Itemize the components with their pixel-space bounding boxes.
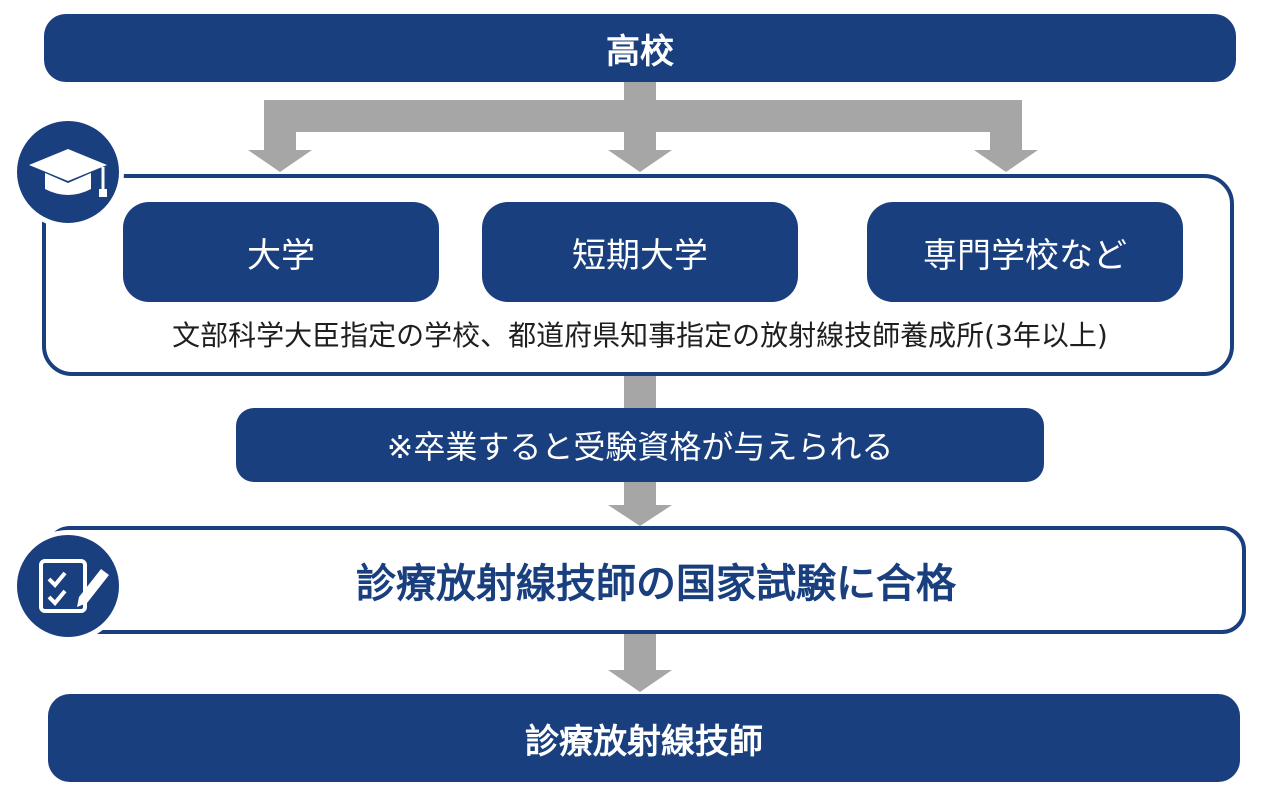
high-school-box: 高校 — [44, 14, 1236, 82]
connector-school-to-note — [624, 376, 656, 410]
branch-center-stem — [624, 100, 656, 152]
school-university: 大学 — [123, 202, 439, 302]
arrow-head-result — [608, 670, 672, 692]
checklist-pen-icon — [12, 530, 124, 642]
graduation-note-box: ※卒業すると受験資格が与えられる — [236, 408, 1044, 482]
school-junior-college: 短期大学 — [482, 202, 798, 302]
national-exam-label: 診療放射線技師の国家試験に合格 — [356, 561, 956, 607]
national-exam-box: 診療放射線技師の国家試験に合格 — [46, 526, 1246, 634]
high-school-label: 高校 — [606, 31, 674, 72]
branch-right-stem — [990, 100, 1022, 152]
arrow-head-left — [248, 150, 312, 172]
radiologic-technologist-box: 診療放射線技師 — [48, 694, 1240, 782]
connector-exam-to-result — [624, 634, 656, 672]
school-vocational: 専門学校など — [867, 202, 1183, 302]
arrow-head-right — [974, 150, 1038, 172]
connector-note-to-exam — [624, 482, 656, 508]
branch-left-stem — [264, 100, 296, 152]
graduation-note-label: ※卒業すると受験資格が与えられる — [386, 428, 894, 466]
school-university-label: 大学 — [247, 235, 315, 276]
graduation-cap-icon — [12, 116, 124, 228]
arrow-head-center — [608, 150, 672, 172]
school-vocational-label: 専門学校など — [923, 235, 1127, 276]
radiologic-technologist-label: 診療放射線技師 — [525, 721, 763, 762]
arrow-head-exam — [608, 505, 672, 526]
school-note: 文部科学大臣指定の学校、都道府県知事指定の放射線技師養成所(3年以上) — [172, 319, 1108, 352]
school-junior-college-label: 短期大学 — [572, 235, 708, 276]
